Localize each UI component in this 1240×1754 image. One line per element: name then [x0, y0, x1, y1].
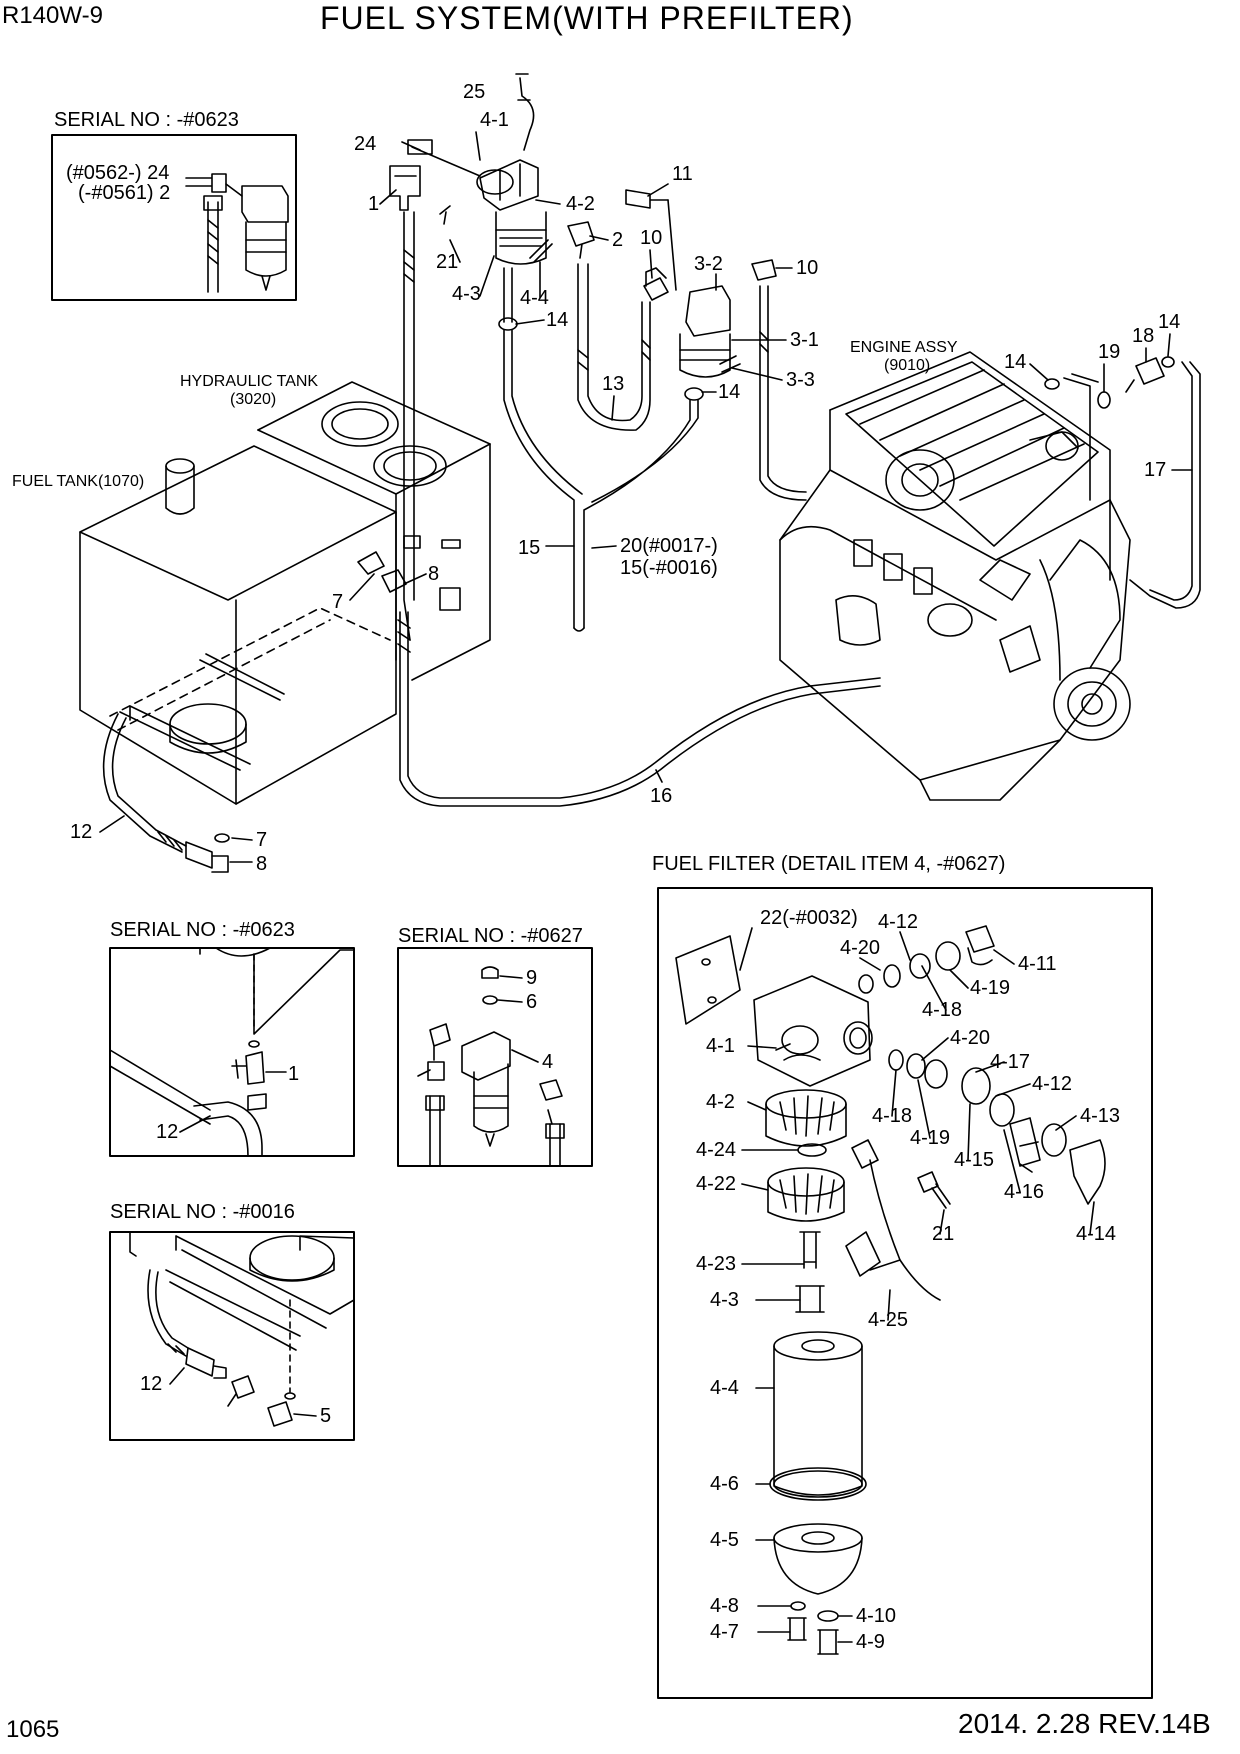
caption-fuel-tank: FUEL TANK(1070) — [12, 473, 144, 490]
caption-serial-0623-mid: SERIAL NO : -#0623 — [110, 919, 295, 941]
callout-inset-mid-12: 12 — [156, 1121, 178, 1143]
callout-d-4-7: 4-7 — [710, 1621, 739, 1643]
callout-d-4-23: 4-23 — [696, 1253, 736, 1275]
callout-4-4: 4-4 — [520, 287, 549, 309]
caption-hydraulic-tank: HYDRAULIC TANK — [180, 373, 318, 390]
callout-8-b: 8 — [256, 853, 267, 875]
callout-14-c: 14 — [1004, 351, 1026, 373]
callout-d-4-5: 4-5 — [710, 1529, 739, 1551]
callout-13: 13 — [602, 373, 624, 395]
caption-serial-0627: SERIAL NO : -#0627 — [398, 925, 583, 947]
callout-d-4-15: 4-15 — [954, 1149, 994, 1171]
callout-d-21: 21 — [932, 1223, 954, 1245]
callout-d-4-11: 4-11 — [1018, 953, 1057, 975]
callout-d-22: 22(-#0032) — [760, 907, 858, 929]
caption-serial-0016: SERIAL NO : -#0016 — [110, 1201, 295, 1223]
callout-inset-0627-4: 4 — [542, 1051, 553, 1073]
callout-11: 11 — [672, 163, 693, 185]
callout-d-4-17: 4-17 — [990, 1051, 1030, 1073]
callout-14-d: 14 — [1158, 311, 1180, 333]
callout-20: 20(#0017-) — [620, 535, 718, 557]
callout-12-a: 12 — [70, 821, 92, 843]
callout-14-b: 14 — [718, 381, 740, 403]
callout-d-4-13: 4-13 — [1080, 1105, 1120, 1127]
callout-4-2: 4-2 — [566, 193, 595, 215]
callout-inset-24: (#0562-) 24 — [66, 162, 169, 184]
callout-4-3: 4-3 — [452, 283, 481, 305]
callout-d-4-4: 4-4 — [710, 1377, 739, 1399]
callout-d-4-14: 4-14 — [1076, 1223, 1116, 1245]
callout-inset-0627-9: 9 — [526, 967, 537, 989]
callout-d-4-22: 4-22 — [696, 1173, 736, 1195]
engine-assembly — [779, 351, 1201, 801]
callout-15-alt: 15(-#0016) — [620, 557, 718, 579]
callout-inset-mid-1: 1 — [288, 1063, 299, 1085]
callout-3-1: 3-1 — [790, 329, 819, 351]
callout-7-a: 7 — [332, 591, 343, 613]
callout-d-4-19a: 4-19 — [970, 977, 1010, 999]
inset-serial-0627 — [397, 947, 593, 1167]
callout-d-4-9: 4-9 — [856, 1631, 885, 1653]
callout-18: 18 — [1132, 325, 1154, 347]
page-number: 1065 — [6, 1716, 60, 1743]
callout-16: 16 — [650, 785, 672, 807]
callout-2: 2 — [612, 229, 623, 251]
callout-inset-2: (-#0561) 2 — [78, 182, 170, 204]
inset-serial-0016 — [109, 1231, 355, 1441]
callout-d-4-24: 4-24 — [696, 1139, 736, 1161]
callout-10-a: 10 — [640, 227, 662, 249]
caption-engine-assy-code: (9010) — [884, 357, 930, 374]
callout-d-4-10: 4-10 — [856, 1605, 896, 1627]
callout-d-4-6: 4-6 — [710, 1473, 739, 1495]
callout-24: 24 — [354, 133, 376, 155]
tank-assembly — [79, 381, 881, 873]
callout-d-4-12a: 4-12 — [878, 911, 918, 933]
callout-7-b: 7 — [256, 829, 267, 851]
callout-14-a: 14 — [546, 309, 568, 331]
callout-21: 21 — [436, 251, 458, 273]
inset-serial-0623-mid — [109, 947, 355, 1157]
caption-hydraulic-tank-code: (3020) — [230, 391, 276, 408]
model-number: R140W-9 — [2, 2, 103, 29]
callout-inset-0627-6: 6 — [526, 991, 537, 1013]
callout-d-4-3: 4-3 — [710, 1289, 739, 1311]
callout-15: 15 — [518, 537, 540, 559]
callout-4-1: 4-1 — [480, 109, 509, 131]
page-title: FUEL SYSTEM(WITH PREFILTER) — [320, 0, 854, 36]
callout-d-4-20b: 4-20 — [950, 1027, 990, 1049]
hose-15-y-branch — [503, 329, 699, 632]
callout-d-4-18a: 4-18 — [922, 999, 962, 1021]
callout-1: 1 — [368, 193, 379, 215]
callout-3-2: 3-2 — [694, 253, 723, 275]
callout-d-4-16: 4-16 — [1004, 1181, 1044, 1203]
callout-19: 19 — [1098, 341, 1120, 363]
callout-25: 25 — [463, 81, 485, 103]
caption-fuel-filter-detail: FUEL FILTER (DETAIL ITEM 4, -#0627) — [652, 853, 1005, 875]
callout-3-3: 3-3 — [786, 369, 815, 391]
callout-d-4-1: 4-1 — [706, 1035, 735, 1057]
callout-8-a: 8 — [428, 563, 439, 585]
prefilter-assembly — [389, 73, 595, 641]
callout-d-4-20a: 4-20 — [840, 937, 880, 959]
callout-10-b: 10 — [796, 257, 818, 279]
revision-date: 2014. 2.28 REV.14B — [958, 1708, 1211, 1739]
water-separator-3 — [577, 189, 807, 501]
callout-d-4-8: 4-8 — [710, 1595, 739, 1617]
callout-d-4-2: 4-2 — [706, 1091, 735, 1113]
callout-inset-0016-5: 5 — [320, 1405, 331, 1427]
fuel-filter-detail — [657, 887, 1153, 1699]
caption-serial-0623-top: SERIAL NO : -#0623 — [54, 109, 239, 131]
callout-17: 17 — [1144, 459, 1166, 481]
inset-serial-0623-top — [51, 134, 297, 301]
caption-engine-assy: ENGINE ASSY — [850, 339, 958, 356]
callout-inset-0016-12: 12 — [140, 1373, 162, 1395]
callout-d-4-12b: 4-12 — [1032, 1073, 1072, 1095]
